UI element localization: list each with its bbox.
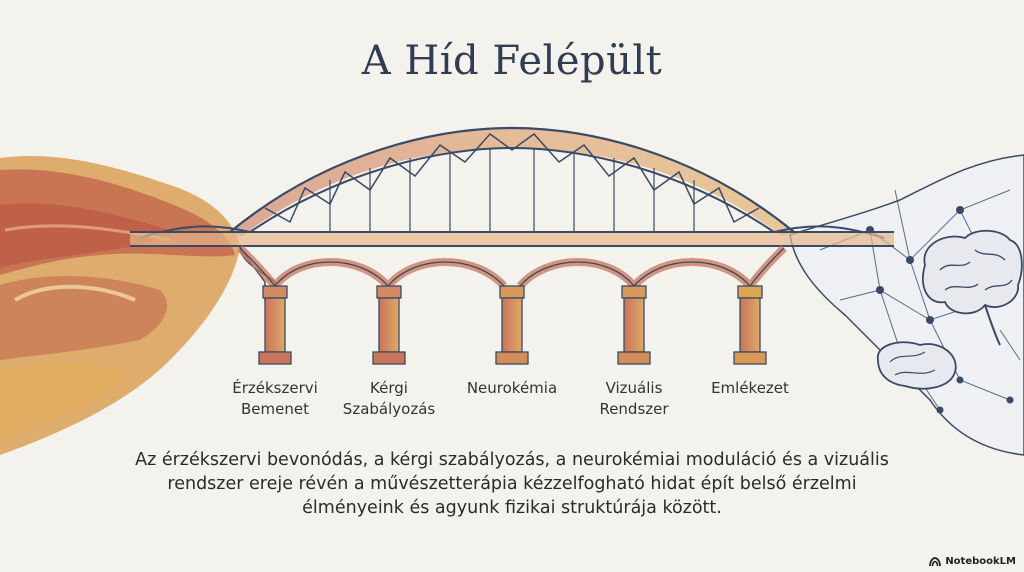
pillar-5	[733, 285, 767, 365]
pillar-label-2: Kérgi Szabályozás	[342, 379, 436, 418]
brand-label: NotebookLM	[945, 556, 1016, 567]
pillar-label-4: Vizuális Rendszer	[599, 379, 669, 418]
pillar-1	[258, 285, 292, 365]
notebooklm-icon	[929, 556, 942, 566]
caption-text: Az érzékszervi bevonódás, a kérgi szabál…	[135, 450, 889, 518]
bridge-icon	[130, 126, 894, 365]
pillar-shafts	[258, 285, 767, 365]
watercolor-swirl-icon	[0, 156, 240, 455]
pillar-label-1: Érzékszervi Bemenet	[232, 379, 318, 418]
notebooklm-branding: NotebookLM	[929, 556, 1016, 567]
pillar-label-3: Neurokémia	[466, 379, 558, 397]
pillar-label-5: Emlékezet	[711, 379, 789, 397]
pillar-2	[372, 285, 406, 365]
pillar-4	[617, 285, 651, 365]
brain-icon	[877, 229, 1023, 390]
pillar-3	[495, 285, 529, 365]
page-title: A Híd Felépült	[361, 38, 663, 84]
